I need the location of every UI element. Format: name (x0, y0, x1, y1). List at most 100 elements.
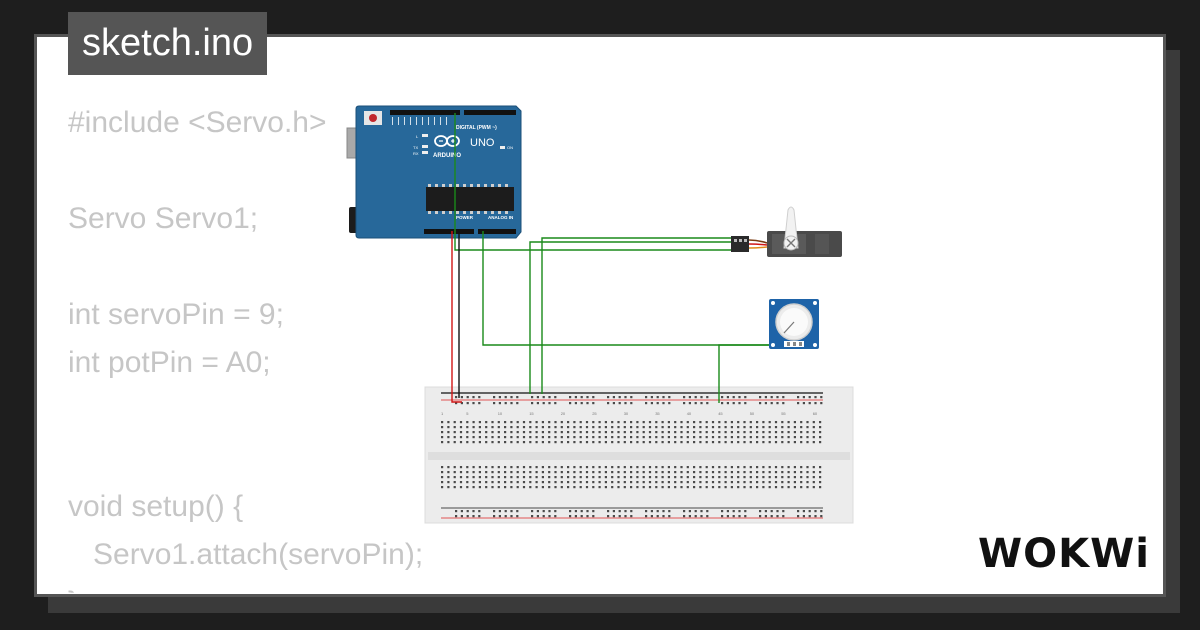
breadboard-rail-hole (466, 510, 469, 513)
breadboard-hole (617, 471, 620, 474)
breadboard-hole (548, 481, 551, 484)
breadboard-hole (516, 426, 519, 429)
breadboard-hole (737, 466, 740, 469)
breadboard-hole (642, 486, 645, 489)
breadboard-hole (630, 431, 633, 434)
breadboard-hole (787, 486, 790, 489)
breadboard-hole (529, 486, 532, 489)
breadboard-hole (548, 436, 551, 439)
code-line: Servo Servo1; (68, 202, 259, 235)
breadboard-hole (522, 426, 526, 429)
breadboard-hole (535, 486, 538, 489)
breadboard-hole (749, 486, 752, 489)
breadboard-hole (504, 481, 507, 484)
breadboard-hole (655, 436, 658, 439)
breadboard-hole (711, 466, 715, 469)
power-header-label: POWER (456, 215, 474, 220)
breadboard-hole (781, 471, 784, 474)
breadboard-hole (579, 481, 582, 484)
breadboard-hole (730, 481, 733, 484)
breadboard-hole (453, 441, 456, 444)
breadboard-hole (510, 466, 513, 469)
breadboard-hole (711, 486, 715, 489)
breadboard-hole (819, 426, 822, 429)
breadboard-rail-hole (776, 396, 779, 399)
breadboard-hole (604, 466, 607, 469)
breadboard-hole (497, 431, 500, 434)
breadboard-rail-hole (554, 402, 557, 405)
breadboard-hole (623, 431, 626, 434)
breadboard-rail-hole (721, 515, 724, 518)
breadboard-hole (522, 466, 526, 469)
breadboard-hole (497, 436, 500, 439)
breadboard-hole (441, 431, 444, 434)
breadboard-hole (535, 481, 538, 484)
breadboard-rail-hole (574, 396, 577, 399)
breadboard-column-number: 40 (687, 411, 692, 416)
breadboard-hole (787, 421, 790, 424)
breadboard-hole (491, 426, 494, 429)
breadboard-hole (674, 486, 677, 489)
breadboard-hole (485, 486, 488, 489)
breadboard-hole (749, 471, 752, 474)
breadboard-hole (730, 476, 733, 479)
breadboard-rail-hole (478, 510, 481, 513)
breadboard-hole (781, 441, 784, 444)
breadboard-rail-hole (548, 510, 551, 513)
breadboard-hole (623, 471, 626, 474)
breadboard-hole (762, 436, 765, 439)
breadboard-rail-hole (580, 515, 583, 518)
breadboard-hole (585, 476, 589, 479)
breadboard-rail-hole (645, 402, 648, 405)
breadboard-hole (604, 441, 607, 444)
wokwi-logo-text: WOKWi (978, 531, 1150, 577)
breadboard-hole (756, 471, 759, 474)
breadboard-hole (541, 471, 544, 474)
breadboard-hole (447, 421, 450, 424)
breadboard-hole (466, 466, 469, 469)
breadboard-hole (636, 466, 639, 469)
breadboard-hole (497, 466, 500, 469)
breadboard-hole (630, 421, 633, 424)
breadboard-rail-hole (580, 396, 583, 399)
breadboard-hole (541, 436, 544, 439)
breadboard-rail-hole (808, 396, 811, 399)
breadboard-rail-hole (759, 402, 762, 405)
potentiometer[interactable] (769, 299, 819, 349)
breadboard-hole (554, 466, 557, 469)
breadboard-rail-hole (744, 396, 747, 399)
breadboard-rail-hole (759, 510, 762, 513)
breadboard-hole (617, 431, 620, 434)
breadboard-hole (699, 431, 702, 434)
breadboard-hole (548, 486, 551, 489)
file-tab[interactable]: sketch.ino (68, 12, 268, 75)
breadboard-rail-hole (776, 515, 779, 518)
arduino-uno[interactable]: DIGITAL (PWM ~) UNO ARDUINO L TX RX ON P… (346, 105, 522, 239)
breadboard-hole (693, 441, 696, 444)
breadboard-rail-hole (624, 402, 627, 405)
breadboard-rail-hole (612, 515, 615, 518)
breadboard-rail-hole (738, 515, 741, 518)
breadboard-hole (711, 426, 715, 429)
breadboard-hole (648, 471, 652, 474)
breadboard-hole (504, 486, 507, 489)
breadboard-hole (535, 476, 538, 479)
breadboard-hole (598, 466, 601, 469)
breadboard-hole (592, 431, 595, 434)
breadboard-hole (743, 466, 746, 469)
breadboard-hole (812, 466, 815, 469)
breadboard-rail-hole (802, 402, 805, 405)
breadboard-rail-hole (820, 396, 823, 399)
breadboard-hole (693, 481, 696, 484)
breadboard-hole (648, 481, 652, 484)
breadboard-hole (592, 441, 595, 444)
breadboard-hole (642, 441, 645, 444)
breadboard-hole (636, 436, 639, 439)
breadboard-rail-hole (536, 515, 539, 518)
breadboard-hole (730, 466, 733, 469)
breadboard-rail-hole (630, 396, 633, 399)
breadboard-hole (806, 431, 809, 434)
servo-motor[interactable] (731, 206, 842, 257)
breadboard-hole (535, 466, 538, 469)
